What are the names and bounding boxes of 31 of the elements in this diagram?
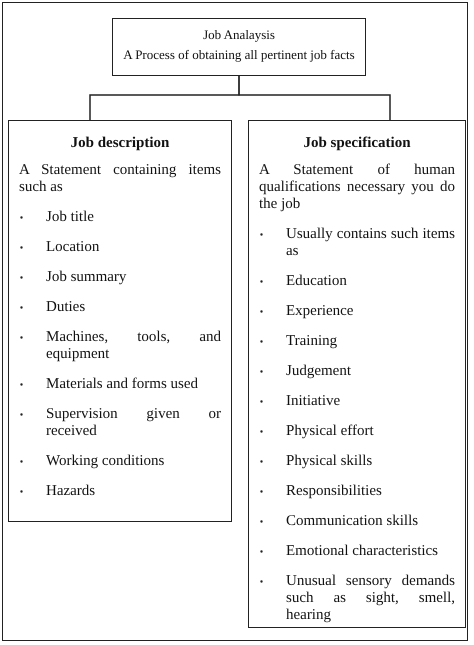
title-text: Job Analaysis xyxy=(202,26,276,44)
list-item: Usually contains such items as xyxy=(286,226,455,259)
list-item: Physical skills xyxy=(286,453,372,469)
list-item: Supervision given or received xyxy=(46,406,221,439)
list-item: Job title xyxy=(46,209,94,225)
list-item: Education xyxy=(286,273,347,289)
list-item: Machines, tools, and equipment xyxy=(46,329,221,362)
list-item: Unusual sensory demands such as sight, smell, hearing xyxy=(286,573,455,623)
description-text: A Statement of human qualifications necessary you do the job xyxy=(259,162,455,213)
connector-line xyxy=(238,76,391,120)
list-item: Responsibilities xyxy=(286,483,382,499)
list-item: Communication skills xyxy=(286,513,418,529)
list-item: Emotional characteristics xyxy=(286,543,438,559)
category-box xyxy=(248,120,466,628)
subtitle-text: A Process of obtaining all pertinent job facts xyxy=(122,46,356,64)
list-item: Duties xyxy=(46,299,86,315)
list-item: Job summary xyxy=(46,269,126,285)
list-item: Judgement xyxy=(286,363,351,379)
list-item: Hazards xyxy=(46,483,96,499)
heading: Job description xyxy=(70,135,170,152)
list-item: Materials and forms used xyxy=(46,376,198,392)
list-item: Experience xyxy=(286,303,354,319)
category-box xyxy=(8,120,232,522)
description-text: A Statement containing items such as xyxy=(19,162,221,196)
heading: Job specification xyxy=(302,135,412,152)
list-item: Training xyxy=(286,333,338,349)
root-box xyxy=(112,18,366,76)
list-item: Working conditions xyxy=(46,453,164,469)
list-item: Initiative xyxy=(286,393,340,409)
list-item: Location xyxy=(46,239,100,255)
list-item: Physical effort xyxy=(286,423,374,439)
